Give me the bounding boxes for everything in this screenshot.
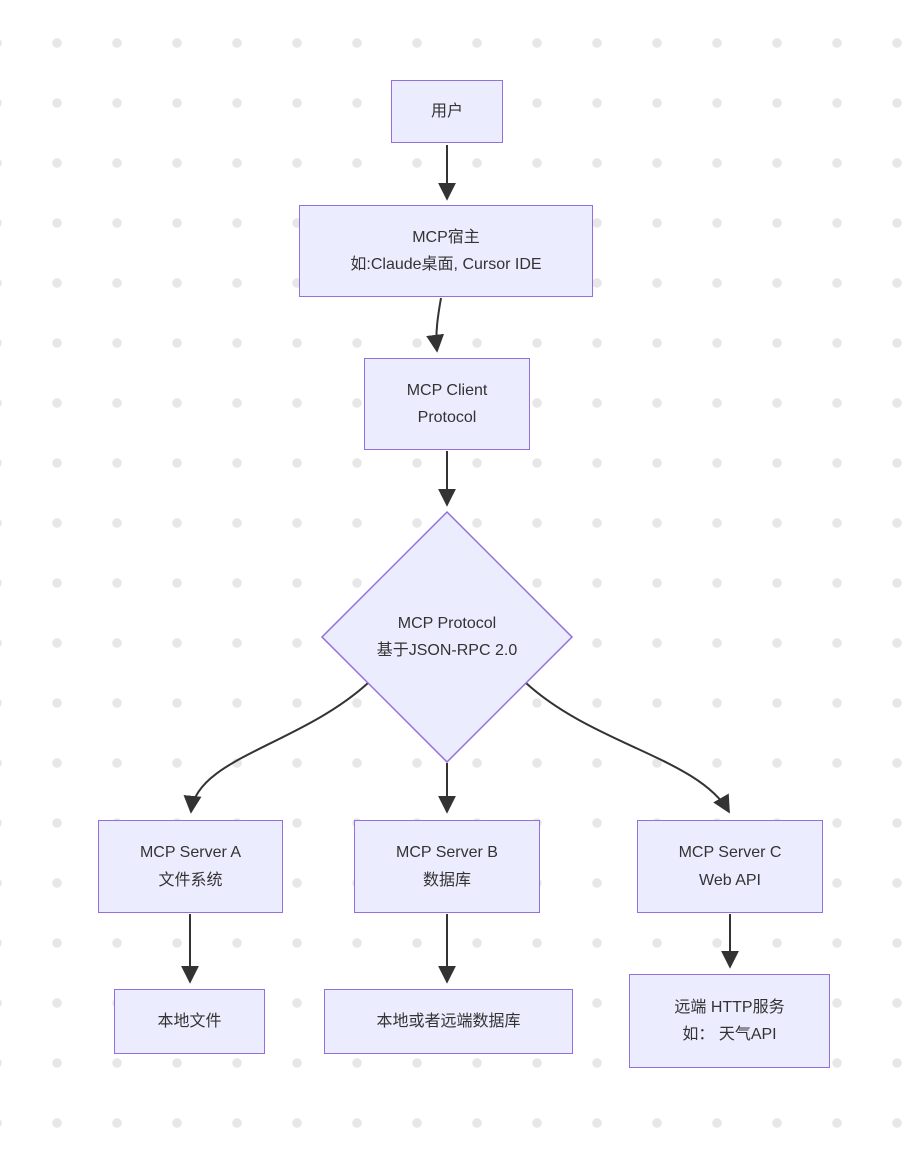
- node-server-b: MCP Server B 数据库: [354, 820, 540, 913]
- node-server-c: MCP Server C Web API: [637, 820, 823, 913]
- node-protocol-diamond-shape: [320, 510, 574, 764]
- node-host-line2: 如:Claude桌面, Cursor IDE: [350, 256, 542, 273]
- node-host-line1: MCP宿主: [412, 228, 480, 246]
- node-client-line2: Protocol: [417, 409, 477, 426]
- node-server-a-line2: 文件系统: [158, 871, 223, 889]
- node-local-files: 本地文件: [114, 989, 265, 1054]
- node-server-a-line1: MCP Server A: [139, 844, 242, 862]
- node-client: MCP Client Protocol: [364, 358, 530, 450]
- node-protocol-line2: 基于JSON-RPC 2.0: [376, 642, 518, 659]
- edge-host-client: [426, 297, 445, 353]
- edge-protocol-server-c: [525, 682, 730, 814]
- node-http-service-line1: 远端 HTTP服务: [674, 998, 785, 1016]
- node-local-files-label: 本地文件: [157, 1012, 222, 1030]
- node-user: 用户: [391, 80, 503, 143]
- edge-protocol-server-a: [183, 682, 369, 814]
- node-protocol-label: MCP Protocol 基于JSON-RPC 2.0: [322, 512, 572, 762]
- node-server-b-line1: MCP Server B: [396, 844, 498, 862]
- node-http-service: 远端 HTTP服务 如： 天气API: [629, 974, 830, 1068]
- node-server-a: MCP Server A 文件系统: [98, 820, 283, 913]
- node-protocol-line1: MCP Protocol: [397, 614, 497, 632]
- node-server-b-line2: 数据库: [422, 871, 471, 889]
- node-server-c-line1: MCP Server C: [678, 844, 782, 862]
- node-database: 本地或者远端数据库: [324, 989, 573, 1054]
- node-host: MCP宿主 如:Claude桌面, Cursor IDE: [299, 205, 593, 297]
- node-http-service-line2: 如： 天气API: [682, 1026, 777, 1043]
- node-server-c-line2: Web API: [699, 871, 761, 889]
- node-database-label: 本地或者远端数据库: [376, 1012, 521, 1030]
- node-user-label: 用户: [430, 102, 463, 120]
- node-client-line1: MCP Client: [406, 381, 488, 399]
